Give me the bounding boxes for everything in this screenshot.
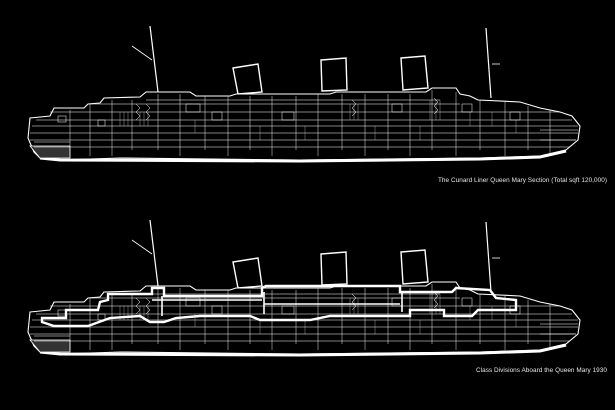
ship-section-bottom [26, 218, 582, 357]
class-division-outline [40, 284, 518, 328]
ship-section-top [26, 24, 582, 163]
caption-ship-section: The Cunard Liner Queen Mary Section (Tot… [437, 177, 607, 184]
class-division-inner [152, 292, 403, 316]
caption-class-divisions: Class Divisions Aboard the Queen Mary 19… [475, 367, 607, 374]
